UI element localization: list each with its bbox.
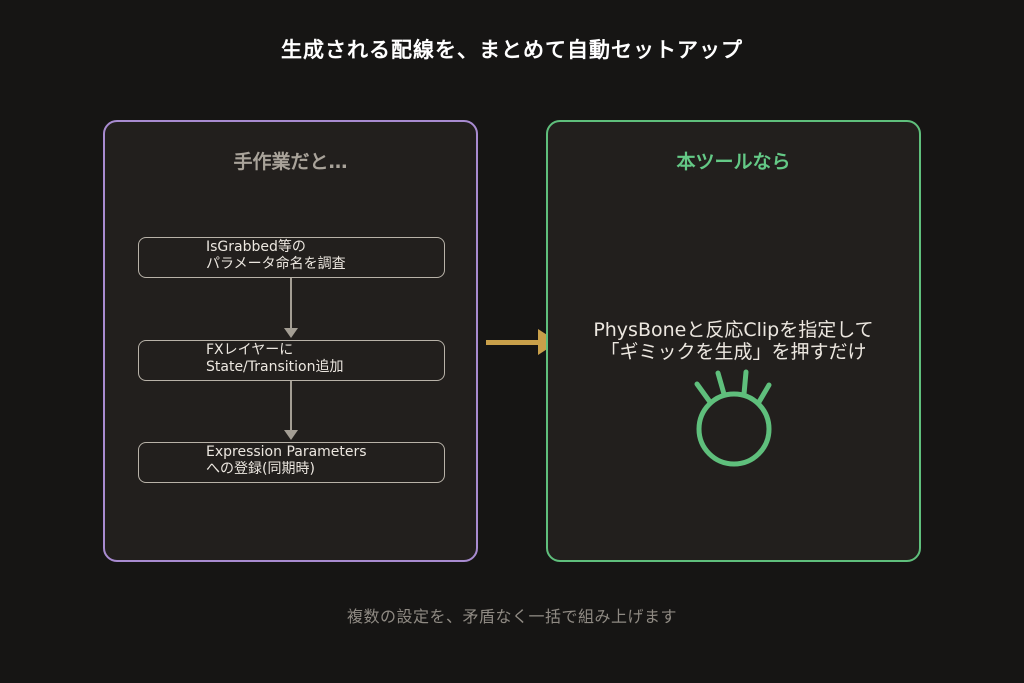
step-box: FXレイヤーに State/Transition追加 [138, 340, 445, 381]
step-line: パラメータ命名を調査 [206, 256, 346, 272]
down-arrow-icon [284, 381, 298, 440]
step-line: State/Transition追加 [206, 359, 344, 375]
step-line: への登録(同期時) [206, 461, 315, 477]
footer-note: 複数の設定を、矛盾なく一括で組み上げます [346, 607, 677, 626]
step-line: Expression Parameters [206, 444, 367, 460]
step-box: IsGrabbed等の パラメータ命名を調査 [138, 237, 445, 278]
right-arrow-icon [486, 329, 558, 355]
step-line: IsGrabbed等の [206, 239, 306, 255]
tool-panel-heading: 本ツールなら [676, 151, 791, 173]
sparkle-circle-icon [694, 369, 772, 467]
page-title: 生成される配線を、まとめて自動セットアップ [281, 38, 743, 62]
tool-panel: 本ツールなら PhysBoneと反応Clipを指定して 「ギミックを生成」を押す… [546, 120, 921, 562]
step-box: Expression Parameters への登録(同期時) [138, 442, 445, 483]
down-arrow-icon [284, 278, 298, 338]
tool-description-line: 「ギミックを生成」を押すだけ [600, 341, 867, 363]
manual-panel-heading: 手作業だと… [233, 151, 348, 173]
step-line: FXレイヤーに [206, 342, 294, 358]
manual-panel: 手作業だと… IsGrabbed等の パラメータ命名を調査 FXレイヤーに St… [103, 120, 478, 562]
tool-description: PhysBoneと反応Clipを指定して 「ギミックを生成」を押すだけ [548, 319, 919, 363]
tool-description-line: PhysBoneと反応Clipを指定して [593, 319, 874, 341]
